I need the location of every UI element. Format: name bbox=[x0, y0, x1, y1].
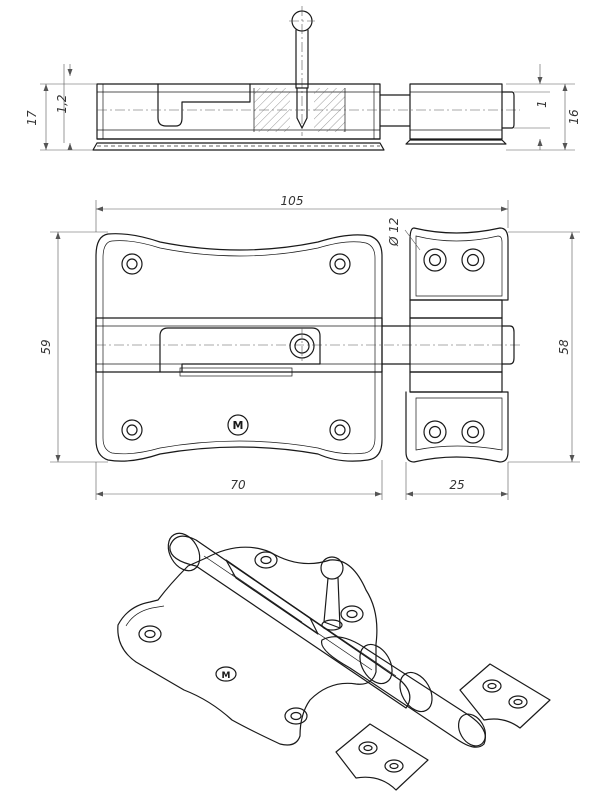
keeper-hole-2 bbox=[461, 248, 485, 272]
iso-bolt-rod bbox=[320, 636, 487, 748]
iso-knob bbox=[320, 556, 344, 631]
top-view-dimensions: 17 1,2 1 16 bbox=[25, 64, 581, 151]
dim-keeper-height: 58 bbox=[557, 339, 571, 355]
bolt-housing bbox=[95, 317, 520, 377]
front-view-dimensions: 105 Ø 12 59 58 70 25 bbox=[39, 194, 580, 500]
svg-text:M: M bbox=[222, 671, 231, 681]
dim-left-total: 17 bbox=[25, 110, 39, 126]
top-view: 17 1,2 1 16 bbox=[25, 6, 581, 151]
iso-base-plate: M bbox=[117, 546, 378, 746]
base-plate: M bbox=[95, 233, 383, 462]
screw-hole-bottom-right bbox=[329, 419, 351, 441]
bolt-rod bbox=[381, 325, 515, 365]
bolt-rod-top bbox=[379, 94, 520, 127]
screw-hole-bottom-left bbox=[121, 419, 143, 441]
bolt-body-top bbox=[92, 83, 385, 151]
keeper-hole-4 bbox=[461, 420, 485, 444]
dim-right-pin: 1 bbox=[535, 100, 549, 108]
screw-hole-top-left bbox=[121, 253, 143, 275]
keeper-hole-1 bbox=[423, 248, 447, 272]
dim-body-width: 70 bbox=[230, 478, 246, 492]
keeper bbox=[405, 227, 509, 463]
knob-head bbox=[289, 328, 315, 364]
manufacturer-logo: M bbox=[227, 414, 249, 436]
dim-left-thickness: 1,2 bbox=[55, 94, 69, 113]
iso-keeper-bottom bbox=[335, 723, 429, 791]
dim-hole-diameter: Ø 12 bbox=[387, 217, 401, 247]
iso-hole-1 bbox=[138, 625, 162, 643]
logo-letter: M bbox=[233, 419, 244, 432]
isometric-view: M bbox=[117, 532, 551, 791]
dim-overall-width: 105 bbox=[281, 194, 304, 208]
dim-right-total: 16 bbox=[567, 109, 581, 125]
keeper-top bbox=[405, 83, 515, 145]
iso-keeper-top bbox=[459, 663, 551, 729]
dim-body-height: 59 bbox=[39, 339, 53, 354]
front-view: M bbox=[39, 194, 580, 500]
keeper-hole-3 bbox=[423, 420, 447, 444]
dim-keeper-width: 25 bbox=[449, 478, 464, 492]
iso-hole-4 bbox=[340, 605, 364, 623]
iso-hole-2 bbox=[254, 551, 278, 569]
screw-hole-top-right bbox=[329, 253, 351, 275]
knob bbox=[289, 6, 315, 136]
iso-hole-3 bbox=[284, 707, 308, 725]
iso-housing bbox=[167, 532, 411, 709]
iso-logo: M bbox=[215, 666, 237, 682]
